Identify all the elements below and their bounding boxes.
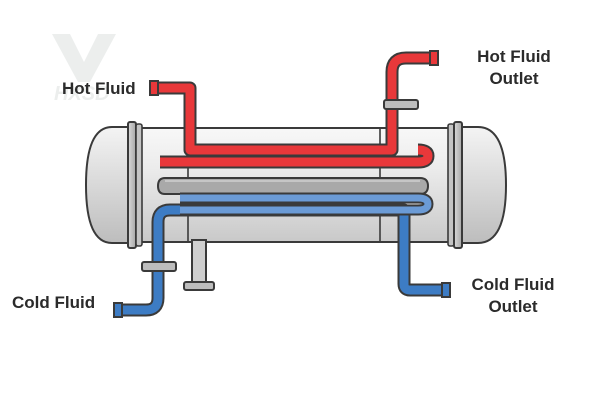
support-leg	[191, 239, 207, 285]
shell-right-cap	[461, 126, 508, 244]
right-flange-outer	[453, 121, 463, 249]
support-foot	[183, 281, 215, 291]
cold-inlet-flange	[141, 261, 177, 272]
left-flange-outer	[127, 121, 137, 249]
hot-inlet-end	[149, 80, 159, 96]
watermark-text: HXSD	[54, 83, 110, 105]
hot-fluid-outlet-text-line2: Outlet	[489, 69, 539, 88]
hot-fluid-inlet-label: Hot Fluid	[62, 78, 136, 100]
cold-fluid-outlet-text-line2: Outlet	[488, 297, 538, 316]
cold-fluid-inlet-label: Cold Fluid	[12, 292, 95, 314]
hot-fluid-inlet-text: Hot Fluid	[62, 79, 136, 98]
company-logo-icon: HXSD	[52, 34, 116, 105]
cold-outlet-end	[441, 282, 451, 298]
hot-fluid-outlet-text-line1: Hot Fluid	[477, 47, 551, 66]
hot-fluid-loop-fill	[160, 145, 433, 167]
hot-outlet-flange	[383, 99, 419, 110]
cold-fluid-outlet-text-line1: Cold Fluid	[471, 275, 555, 294]
cold-fluid-outlet-label: Cold Fluid Outlet	[458, 274, 568, 318]
hot-fluid-tube-fill	[156, 53, 432, 155]
cold-fluid-inlet-text: Cold Fluid	[12, 293, 96, 312]
cold-fluid-tube-fill	[120, 205, 444, 315]
hot-outlet-end	[429, 50, 439, 66]
left-flange-inner	[135, 123, 143, 247]
cold-fluid-loop-fill	[180, 194, 432, 214]
hot-fluid-outlet-label: Hot Fluid Outlet	[464, 46, 564, 90]
shell-left-cap	[84, 126, 129, 244]
cold-inlet-end	[113, 302, 123, 318]
